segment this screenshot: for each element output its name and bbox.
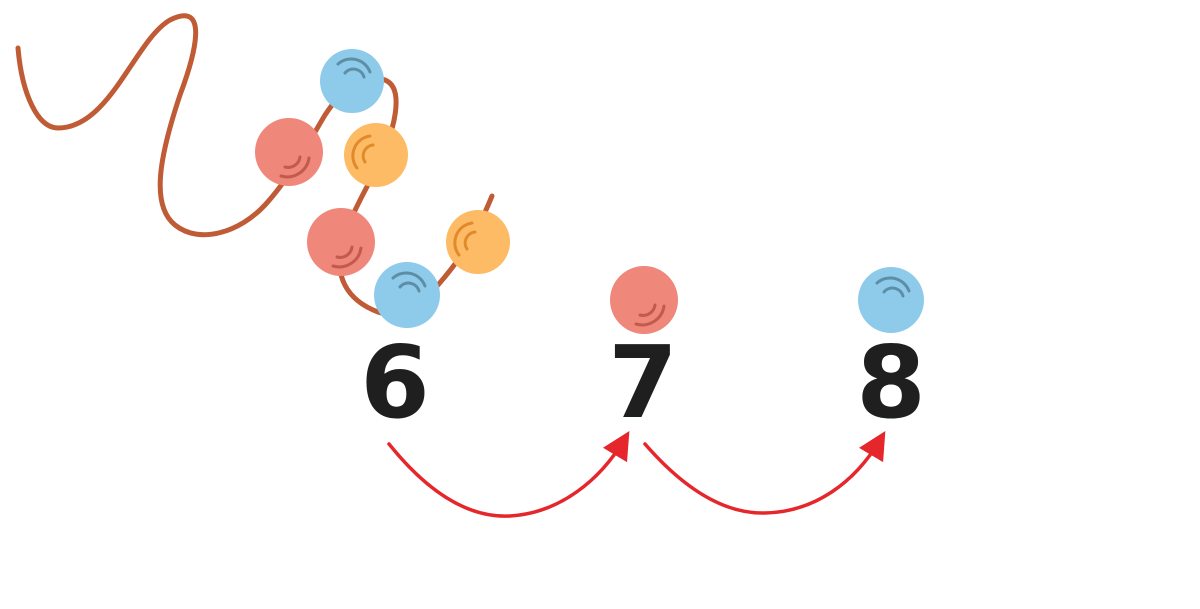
bead-red-2 [307,208,375,276]
added-bead-red [610,266,678,334]
bead-orange-2 [446,210,510,274]
number-8: 8 [856,324,926,441]
bead-orange-1 [344,123,408,187]
strung-beads [255,49,510,328]
number-7: 7 [608,324,678,441]
arrow-6-to-7 [387,430,630,518]
added-bead-blue [858,267,924,333]
arrow-7-to-8 [643,430,886,515]
bead-red-1 [255,118,323,186]
bead-blue-1 [320,49,384,113]
number-6: 6 [360,324,430,441]
bead-blue-2 [374,262,440,328]
